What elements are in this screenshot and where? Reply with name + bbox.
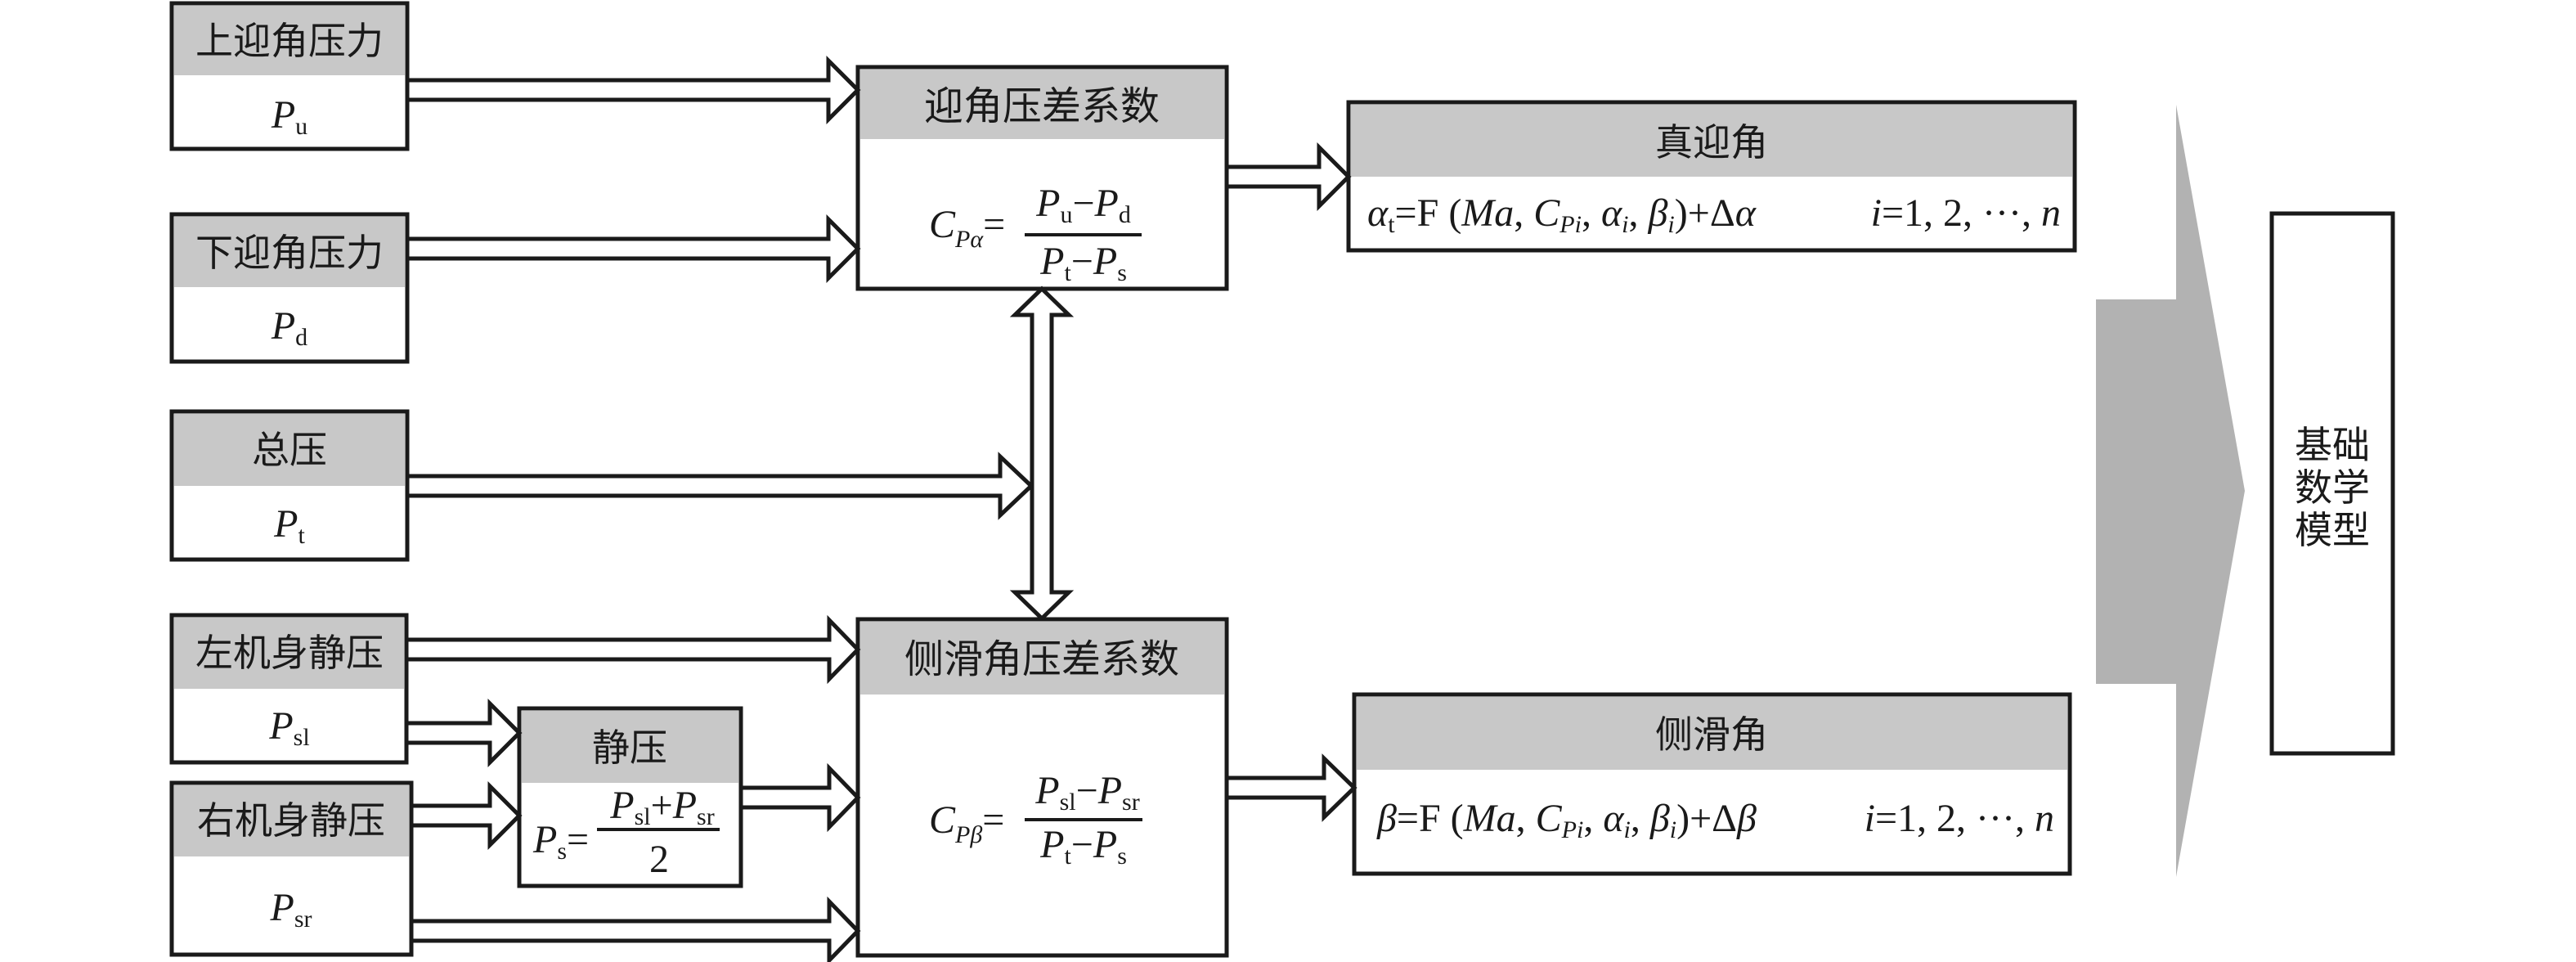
- box-frame: [2269, 211, 2395, 756]
- title-band: [174, 785, 409, 856]
- input-upper-alpha-pressure: 上迎角压力 Pu: [169, 1, 410, 151]
- pressure-symbol: Psl: [268, 704, 309, 751]
- beta-coef-lhs: CPβ=: [929, 798, 1004, 848]
- title-band: [860, 622, 1224, 695]
- arrow-left-static-to-beta-coef: [404, 614, 861, 685]
- alpha-coef-lhs: CPα=: [929, 203, 1005, 253]
- title-band: [522, 711, 738, 783]
- big-gray-arrow: [2096, 105, 2245, 877]
- box-title: 下迎角压力: [195, 231, 384, 275]
- arrow-left-static-to-static: [404, 698, 523, 768]
- arrow-static-to-beta-coef: [738, 762, 861, 833]
- box-title: 总压: [252, 428, 327, 472]
- pressure-symbol: Pt: [273, 502, 305, 549]
- static-denominator: 2: [649, 838, 669, 881]
- arrow-right-static-to-beta-coef: [409, 896, 861, 962]
- title-band: [174, 618, 404, 689]
- base-math-model-box: 基础 数学 模型: [2269, 211, 2395, 756]
- box-title: 右机身静压: [197, 798, 385, 843]
- box-title: 真迎角: [1655, 120, 1768, 164]
- model-line-1: 基础: [2295, 423, 2370, 467]
- arrow-lower-to-alpha-coef: [405, 214, 861, 284]
- sideslip-box: 侧滑角 β=F (Ma, CPi, αi, βi)+Δβ i=1, 2, ···…: [1352, 692, 2072, 876]
- box-title: 上迎角压力: [195, 19, 384, 63]
- arrow-alpha-coef-to-true-alpha: [1224, 142, 1352, 212]
- input-lower-alpha-pressure: 下迎角压力 Pd: [169, 212, 410, 364]
- title-band: [174, 6, 405, 75]
- beta-coef-denominator: Pt−Ps: [1039, 823, 1127, 870]
- static-numerator: Psl+Psr: [609, 784, 714, 830]
- alpha-coef-numerator: Pu−Pd: [1035, 182, 1131, 228]
- static-pressure-box: 静压 Ps= Psl+Psr 2: [517, 706, 743, 888]
- pressure-symbol: Pd: [271, 304, 307, 351]
- flow-arrows: [404, 55, 1358, 962]
- beta-coef-numerator: Psl−Psr: [1034, 769, 1139, 816]
- true-alpha-index-range: i=1, 2, ···, n: [1871, 191, 2061, 235]
- true-alpha-formula: αt=F (Ma, CPi, αi, βi)+Δα: [1367, 191, 1757, 238]
- input-left-static-pressure: 左机身静压 Psl: [169, 613, 409, 765]
- arrow-upper-to-alpha-coef: [405, 55, 861, 125]
- alpha-coef-denominator: Pt−Ps: [1039, 240, 1127, 286]
- title-band: [174, 217, 405, 287]
- title-band: [860, 70, 1224, 139]
- alpha-coefficient-box: 迎角压差系数 CPα= Pu−Pd Pt−Ps: [855, 65, 1229, 291]
- input-total-pressure: 总压 Pt: [169, 409, 410, 562]
- sideslip-formula: β=F (Ma, CPi, αi, βi)+Δβ: [1376, 797, 1757, 843]
- box-title: 左机身静压: [195, 631, 384, 675]
- box-title: 静压: [592, 726, 667, 770]
- box-title: 侧滑角: [1655, 713, 1768, 757]
- title-band: [1357, 697, 2067, 770]
- pressure-symbol: Pu: [271, 93, 307, 140]
- box-title: 侧滑角压差系数: [904, 636, 1179, 682]
- beta-coefficient-box: 侧滑角压差系数 CPβ= Psl−Psr Pt−Ps: [855, 617, 1229, 958]
- title-band: [174, 414, 405, 486]
- arrow-total-to-coefs: [405, 452, 1034, 520]
- model-line-2: 数学: [2295, 465, 2370, 510]
- model-line-3: 模型: [2295, 508, 2370, 552]
- input-right-static-pressure: 右机身静压 Psr: [169, 780, 414, 957]
- box-title: 迎角压差系数: [924, 83, 1160, 129]
- title-band: [1351, 105, 2072, 177]
- arrow-beta-coef-to-sideslip: [1224, 753, 1358, 822]
- arrow-right-static-to-static: [409, 780, 523, 851]
- sideslip-index-range: i=1, 2, ···, n: [1865, 797, 2054, 840]
- pressure-symbol: Psr: [270, 886, 312, 933]
- true-alpha-box: 真迎角 αt=F (Ma, CPi, αi, βi)+Δα i=1, 2, ··…: [1346, 100, 2077, 253]
- static-lhs: Ps=: [532, 818, 589, 865]
- double-arrow-between-coefs: [1009, 285, 1075, 622]
